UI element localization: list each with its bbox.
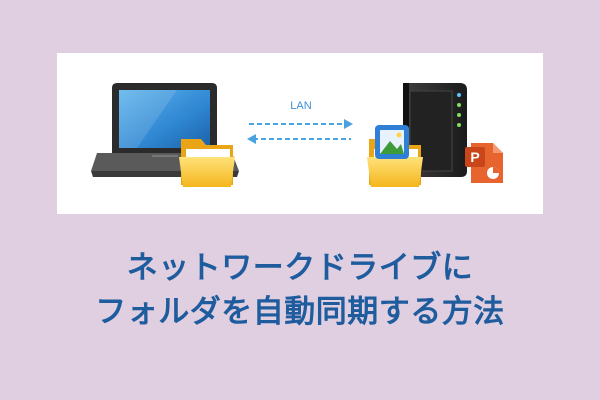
page-title: ネットワークドライブに フォルダを自動同期する方法: [0, 246, 600, 334]
folder-icon: [179, 139, 235, 187]
powerpoint-file-icon: P: [465, 143, 503, 183]
svg-text:P: P: [470, 149, 479, 165]
laptop-icon: [91, 83, 239, 177]
title-line-2: フォルダを自動同期する方法: [95, 294, 505, 330]
bidirectional-arrow-icon: [247, 119, 353, 144]
sync-illustration: P: [91, 83, 503, 187]
title-line-1: ネットワークドライブに: [126, 250, 474, 286]
illustration-panel: P LAN: [57, 53, 543, 214]
photo-file-icon: [375, 125, 409, 159]
lan-label: LAN: [290, 100, 312, 112]
